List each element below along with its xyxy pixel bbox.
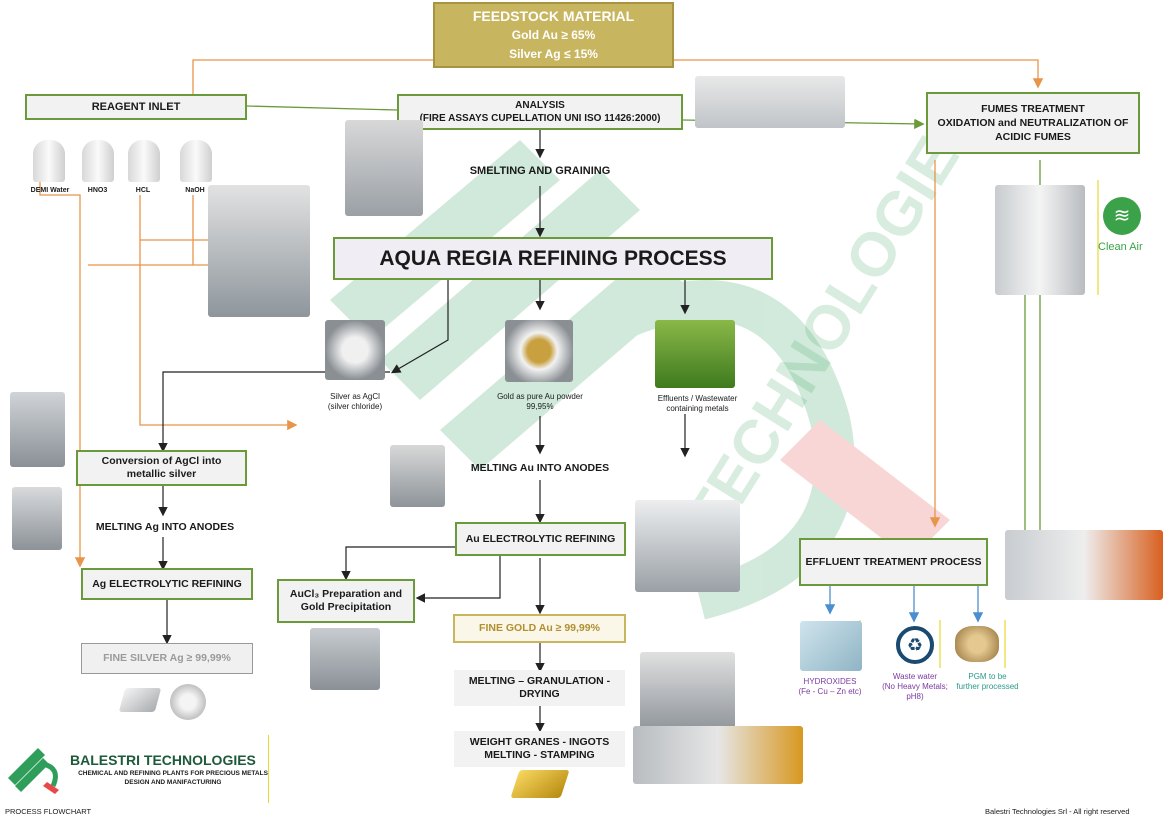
pgm-label: PGM to be further processed [945,672,1030,692]
melting-granulation-line1: MELTING – GRANULATION - [468,675,611,687]
feedstock-box: FEEDSTOCK MATERIAL Gold Au ≥ 65% Silver … [433,2,674,68]
fine-silver-box: FINE SILVER Ag ≥ 99,99% [81,643,253,674]
feedstock-title: FEEDSTOCK MATERIAL [472,7,635,24]
ag-electrolytic-label: Ag ELECTROLYTIC REFINING [92,577,242,590]
smelting-machine-photo [345,120,423,216]
aucl3-line2: Gold Precipitation [300,601,392,613]
effluents-photo [655,320,735,388]
effluent-treatment-label: EFFLUENT TREATMENT PROCESS [805,555,982,568]
reagent-plant-photo [208,185,310,317]
analysis-title: ANALYSIS [515,100,565,111]
gold-powder-label: Gold as pure Au powder 99,95% [485,392,595,412]
effluents-label: Effluents / Wastewater containing metals [645,394,750,414]
gold-powder-line1: Gold as pure Au powder [497,392,583,401]
hydroxides-photo [800,621,862,671]
melting-au-label: MELTING Au INTO ANODES [470,462,610,474]
reagent-label-hcl: HCL [135,187,151,194]
ag-electrolytic-box: Ag ELECTROLYTIC REFINING [81,568,253,600]
aucl3-box: AuCl₃ Preparation and Gold Precipitation [277,579,415,623]
brand-divider [268,735,269,803]
reagent-label-demi: DEMI Water [30,187,70,194]
analysis-equipment-photo [695,76,845,128]
fine-gold-box: FINE GOLD Au ≥ 99,99% [453,614,626,643]
melting-ag-label: MELTING Ag INTO ANODES [95,521,235,533]
effluent-plant-photo [1005,530,1163,600]
fumes-treatment-box: FUMES TREATMENT OXIDATION and NEUTRALIZA… [926,92,1140,154]
gold-powder-photo [505,320,573,382]
fumes-scrubber-photo [995,185,1085,295]
melting-ag-machine-photo [12,487,62,550]
conversion-box: Conversion of AgCl into metallic silver [76,450,247,486]
smelting-graining-label: SMELTING AND GRAINING [469,165,611,177]
waste-water-label: Waste water (No Heavy Metals; pH8) [870,672,960,702]
feedstock-silver: Silver Ag ≤ 15% [509,46,598,61]
fumes-line1: FUMES TREATMENT [981,103,1085,115]
analysis-box: ANALYSIS (FIRE ASSAYS CUPELLATION UNI IS… [397,94,683,130]
au-electrolytic-box: Au ELECTROLYTIC REFINING [455,522,626,556]
waste-water-line1: Waste water [892,672,938,681]
silver-agcl-photo [325,320,385,380]
pgm-line1: PGM to be [968,672,1007,681]
footer-left: PROCESS FLOWCHART [5,807,92,816]
clean-air-icon: ≋ [1103,197,1141,235]
fumes-line2: OXIDATION and NEUTRALIZATION OF [937,117,1129,129]
weight-granes-box: WEIGHT GRANES - INGOTS MELTING - STAMPIN… [454,731,625,767]
gold-ingot-photo [510,770,570,798]
waste-water-line2: (No Heavy Metals; [882,682,948,691]
logo-mark [8,748,59,794]
tank-icon [33,140,65,182]
brand-name: BALESTRI TECHNOLOGIES [70,752,256,768]
au-electrolytic-photo [635,500,740,592]
conversion-machine-photo [10,392,65,467]
silver-agcl-label: Silver as AgCl (silver chloride) [310,392,400,412]
melting-au-machine-photo [390,445,445,507]
company-logo-icon [3,738,61,796]
footer-right: Balestri Technologies Srl - All right re… [985,807,1130,816]
aucl3-line1: AuCl₃ Preparation and [289,588,403,600]
aqua-regia-title: AQUA REGIA REFINING PROCESS [379,247,727,270]
brand-tagline-1: CHEMICAL AND REFINING PLANTS FOR PRECIOU… [78,770,268,777]
fine-gold-label: FINE GOLD Au ≥ 99,99% [479,622,600,634]
silver-agcl-line1: Silver as AgCl [330,392,380,401]
weight-granes-line2: MELTING - STAMPING [484,749,595,761]
weight-granes-line1: WEIGHT GRANES - INGOTS [469,736,610,748]
effluents-line1: Effluents / Wastewater [657,394,738,403]
gold-powder-line2: 99,95% [526,402,554,411]
au-electrolytic-label: Au ELECTROLYTIC REFINING [465,532,616,545]
reagent-inlet-label: REAGENT INLET [91,100,181,113]
hydroxides-label: HYDROXIDES (Fe - Cu – Zn etc) [790,677,870,697]
reagent-label-naoh: NaOH [185,187,205,194]
silver-bar-photo [118,688,162,712]
tank-icon [82,140,114,182]
silver-agcl-line2: (silver chloride) [327,402,383,411]
pgm-line2: further processed [956,682,1019,691]
clean-air-label: Clean Air [1098,241,1143,253]
aqua-regia-box: AQUA REGIA REFINING PROCESS [333,237,773,280]
precipitation-machine-photo [310,628,380,690]
reagent-label-hno3: HNO3 [87,187,108,194]
melting-granulation-box: MELTING – GRANULATION - DRYING [454,670,625,706]
water-cycle-icon: ♻ [896,626,934,664]
ingot-line-photo [633,726,803,784]
reagent-inlet-box: REAGENT INLET [25,94,247,120]
conversion-label: Conversion of AgCl into metallic silver [101,455,222,480]
fine-silver-label: FINE SILVER Ag ≥ 99,99% [103,652,231,664]
silver-grains-photo [170,684,206,720]
effluents-line2: containing metals [666,404,729,413]
analysis-subtitle: (FIRE ASSAYS CUPELLATION UNI ISO 11426:2… [419,113,661,124]
hydroxides-line1: HYDROXIDES [803,677,857,686]
melting-granulation-line2: DRYING [519,688,560,700]
fumes-line3: ACIDIC FUMES [995,131,1071,143]
waste-water-line3: pH8) [906,692,924,701]
tank-icon [180,140,212,182]
feedstock-gold: Gold Au ≥ 65% [511,27,596,42]
effluent-treatment-box: EFFLUENT TREATMENT PROCESS [799,538,988,586]
tank-icon [128,140,160,182]
reagent-tanks: DEMI Water HNO3 HCL NaOH [25,130,225,200]
pgm-photo [955,626,999,662]
granulation-machine-photo [640,652,735,732]
brand-tagline-2: DESIGN AND MANIFACTURING [124,779,222,786]
hydroxides-line2: (Fe - Cu – Zn etc) [798,687,862,696]
